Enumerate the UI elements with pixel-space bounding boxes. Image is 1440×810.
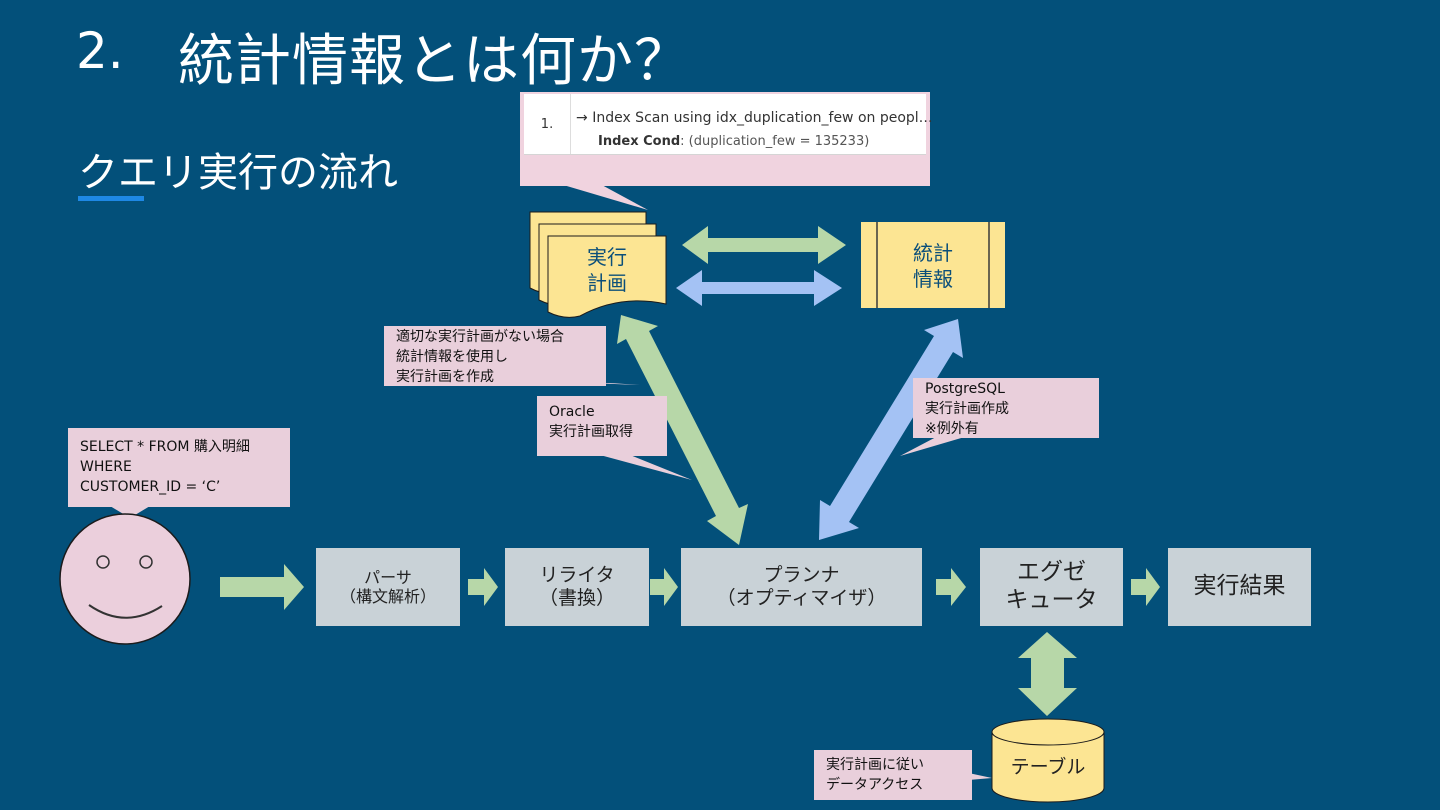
arrow-planner-to-executor [936,568,966,606]
query-callout-tail [110,506,150,518]
postgres-callout-tail [900,436,968,456]
plan-cond-text: Index Cond: (duplication_few = 135233) [598,134,869,149]
plan-document-label: 実行計画 [587,245,627,295]
table-cylinder-icon [991,718,1105,803]
screenshot-callout-tail [560,184,648,210]
subtitle-underline [78,196,144,201]
no-plan-note: 適切な実行計画がない場合統計情報を使用し実行計画を作成 [384,326,606,386]
blue-diagonal-arrow [819,319,963,540]
slide-title: 統計情報とは何か？ [178,29,691,94]
plan-node-label: Index Scan using idx_duplication_few on … [592,110,933,126]
planner-box: プランナ（オプティマイザ） [681,548,922,626]
stats-document-label: 統計情報 [913,241,953,291]
data-access-note: 実行計画に従いデータアクセス [814,750,972,800]
parser-box: パーサ（構文解析） [316,548,460,626]
rewriter-box: リライタ（書換） [505,548,649,626]
row-number: 1. [524,94,571,154]
executor-box: エグゼキュータ [980,548,1123,626]
slide-number: 2. [76,22,124,80]
oracle-callout-tail [600,455,692,480]
arrow-rewriter-to-planner [650,568,678,606]
green-vertical-double-arrow [1018,632,1077,716]
query-plan-screenshot: 1. → Index Scan using idx_duplication_fe… [520,92,933,186]
arrow-user-to-parser [220,564,304,610]
arrow-executor-to-result [1131,568,1160,606]
green-diagonal-arrow [617,315,748,545]
plan-cond-label: Index Cond [598,134,681,149]
query-plan-row: 1. → Index Scan using idx_duplication_fe… [524,94,933,155]
plan-cond-value: : (duplication_few = 135233) [680,134,870,149]
plan-document-icon [529,211,667,318]
stats-document-icon [861,222,1005,308]
result-box: 実行結果 [1168,548,1311,626]
green-double-arrow [682,226,846,264]
blue-double-arrow [676,270,842,306]
user-face-icon [59,513,191,645]
plan-node-text: → Index Scan using idx_duplication_few o… [576,110,933,126]
arrow-parser-to-rewriter [468,568,498,606]
slide-subtitle: クエリ実行の流れ [78,150,398,196]
arrow-right-icon: → [576,110,593,126]
table-label: テーブル [1010,756,1086,778]
